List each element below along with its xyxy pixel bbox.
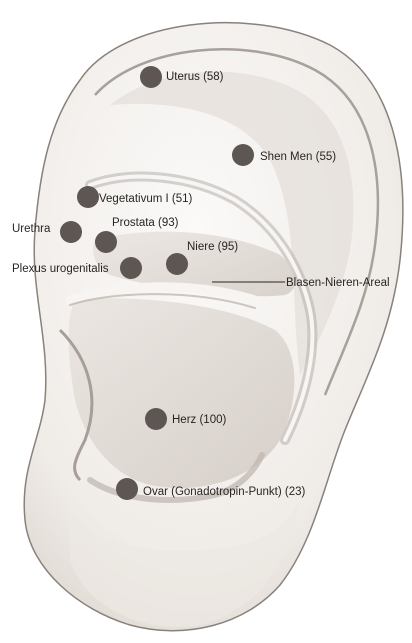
label-ovar: Ovar (Gonadotropin-Punkt) (23) [143, 486, 306, 498]
label-urethra: Urethra [12, 223, 51, 235]
point-plexus [120, 257, 142, 279]
point-prostata [95, 231, 117, 253]
label-plexus: Plexus urogenitalis [12, 263, 109, 275]
point-urethra [60, 221, 82, 243]
label-vegetativum: Vegetativum I (51) [99, 193, 192, 205]
point-herz [145, 408, 167, 430]
point-shen-men [232, 144, 254, 166]
point-vegetativum [77, 186, 99, 208]
label-shen-men: Shen Men (55) [260, 151, 336, 163]
label-blasen-nieren-areal: Blasen-Nieren-Areal [286, 277, 390, 289]
point-uterus [140, 66, 162, 88]
label-prostata: Prostata (93) [112, 217, 179, 229]
point-niere [166, 253, 188, 275]
label-niere: Niere (95) [187, 241, 238, 253]
label-herz: Herz (100) [172, 414, 226, 426]
point-ovar [116, 478, 138, 500]
label-uterus: Uterus (58) [166, 71, 224, 83]
